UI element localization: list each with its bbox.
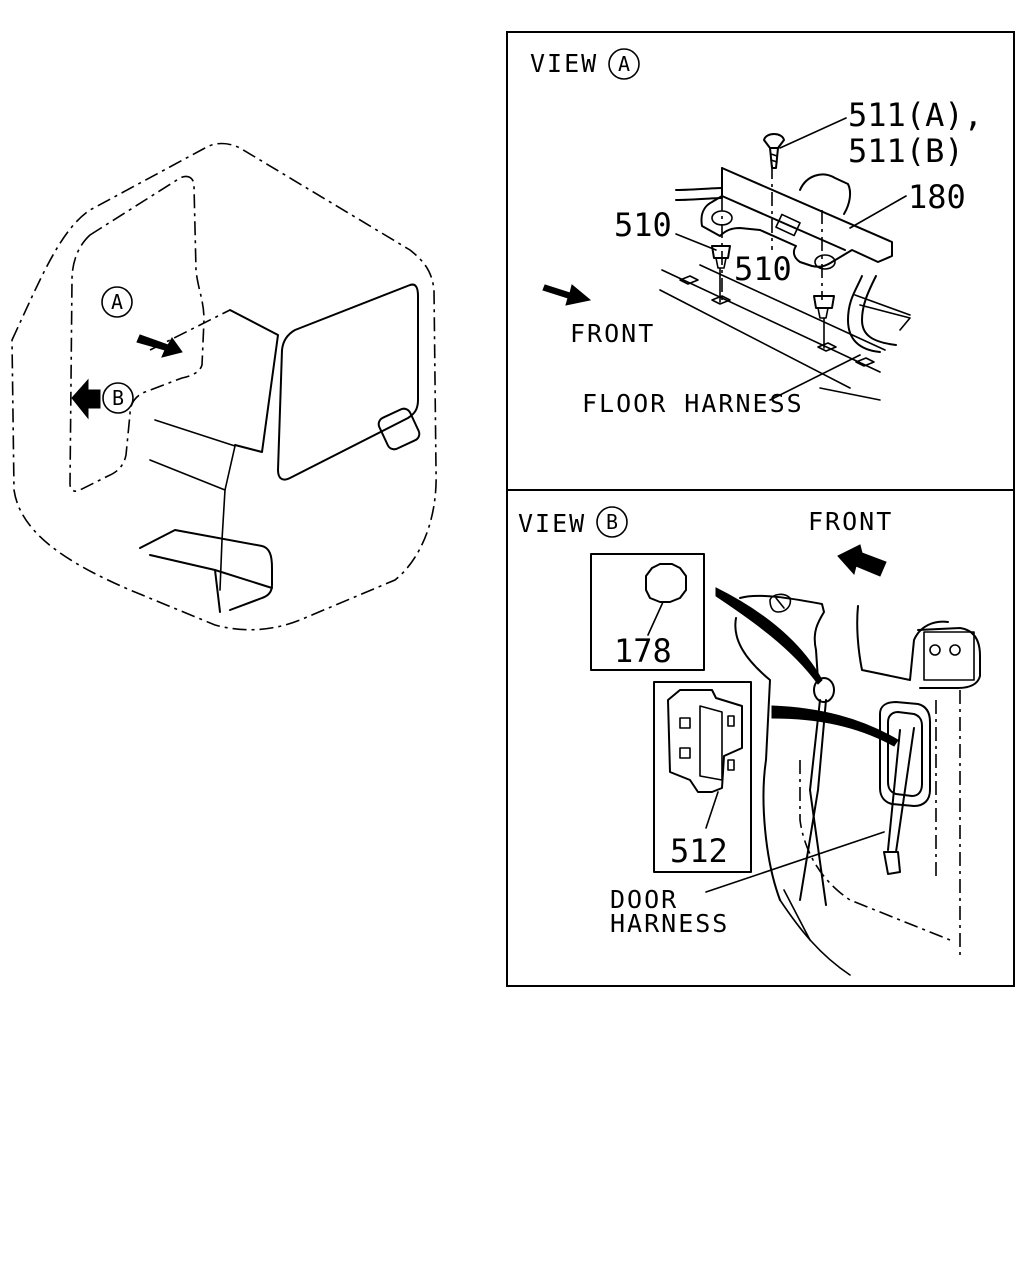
inset-512 <box>653 681 752 873</box>
arrow-icon <box>542 284 592 306</box>
circle-marker-icon <box>596 506 628 538</box>
view-b-title: VIEW <box>518 509 586 538</box>
door-harness-label-line2: HARNESS <box>610 909 729 938</box>
circle-marker-icon <box>101 286 133 318</box>
circle-marker-icon <box>102 382 134 414</box>
view-b-front-label: FRONT <box>808 507 893 536</box>
arrow-icon <box>136 334 183 358</box>
floor-harness-label: FLOOR HARNESS <box>582 389 804 418</box>
cab-view-a-marker: A <box>111 290 123 314</box>
cab-illustration: A B <box>11 142 437 631</box>
label-511b: 511(B) <box>848 132 964 170</box>
view-b-marker: B <box>606 510 618 534</box>
view-a-title: VIEW <box>530 49 598 78</box>
arrow-icon <box>837 544 887 577</box>
label-512: 512 <box>670 832 728 870</box>
view-a-panel: VIEW A 511(A), 511(B) 180 510 510 FRONT … <box>506 31 1015 491</box>
door-harness-label-line1: DOOR <box>610 885 678 914</box>
view-b-panel: VIEW B FRONT 178 512 <box>506 489 1015 987</box>
view-a-front-label: FRONT <box>570 319 655 348</box>
inset-178 <box>590 553 705 671</box>
circle-marker-icon <box>608 48 640 80</box>
label-510-left: 510 <box>614 206 672 244</box>
label-178: 178 <box>614 632 672 670</box>
view-a-marker: A <box>618 52 630 76</box>
label-511a: 511(A), <box>848 96 983 134</box>
arrow-icon <box>71 378 101 420</box>
cab-view-b-marker: B <box>112 386 124 410</box>
label-180: 180 <box>908 178 966 216</box>
label-510-right: 510 <box>734 250 792 288</box>
